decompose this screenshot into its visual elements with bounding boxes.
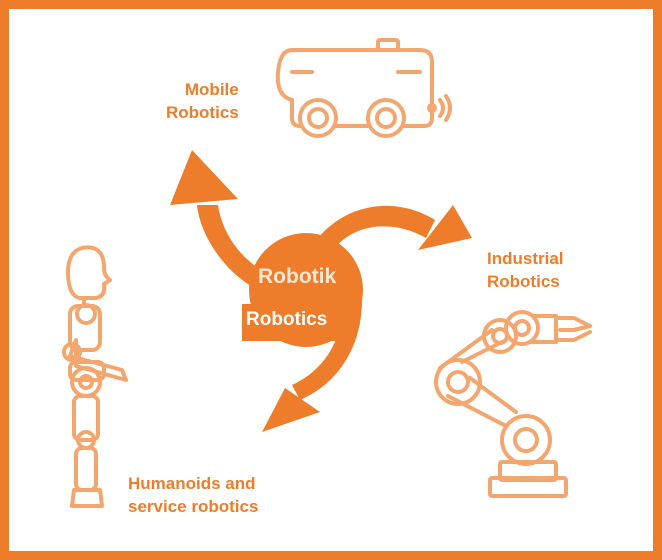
mobile-robotics-label: Mobile Robotics	[166, 78, 239, 124]
arrow-to-humanoid	[262, 300, 362, 432]
industrial-arm-icon	[434, 310, 592, 498]
humanoid-robotics-label: Humanoids and service robotics	[128, 472, 258, 518]
humanoid-label-line-2: service robotics	[128, 497, 259, 516]
humanoid-label-line-1: Humanoids and	[128, 474, 256, 493]
arrow-to-industrial	[318, 205, 472, 250]
mobile-robot-icon	[275, 38, 452, 138]
arrow-to-mobile	[170, 150, 276, 292]
mobile-label-line-1: Mobile	[184, 80, 239, 99]
industrial-robotics-label: Industrial Robotics	[487, 247, 564, 293]
mobile-label-line-2: Robotics	[166, 103, 239, 122]
center-title-de: Robotik	[258, 265, 337, 288]
center-title-en: Robotics	[242, 304, 344, 341]
industrial-label-line-1: Industrial	[487, 249, 564, 268]
humanoid-robot-icon	[62, 245, 128, 508]
industrial-label-line-2: Robotics	[487, 272, 560, 291]
